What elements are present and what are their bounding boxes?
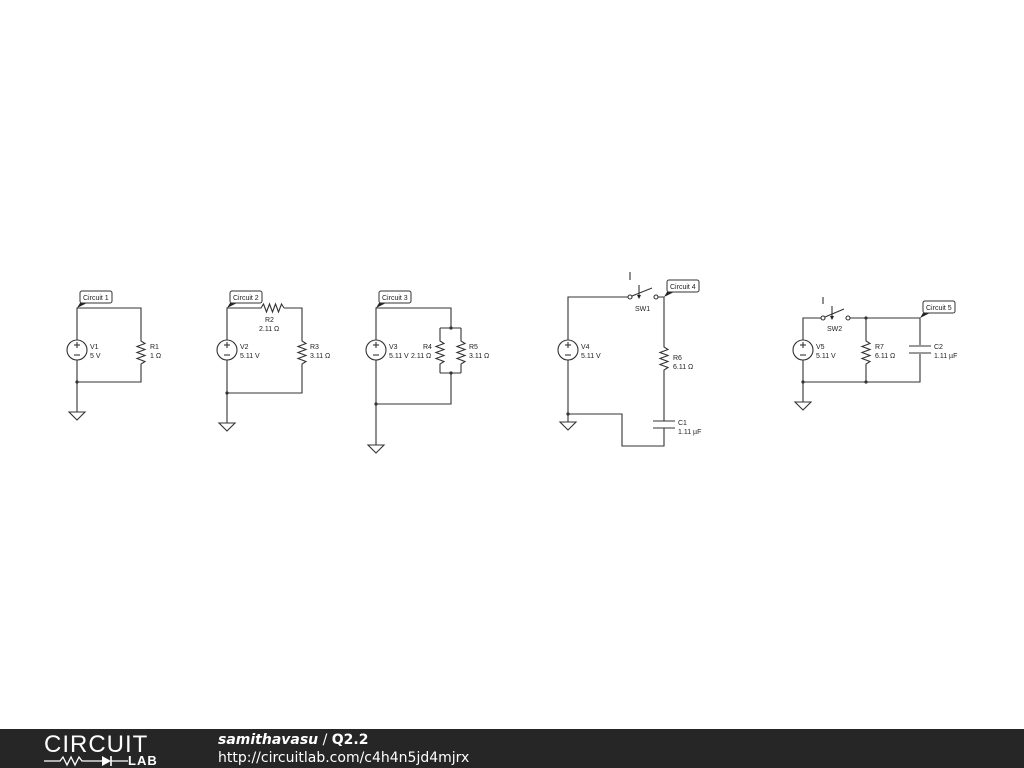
circuit-5-node <box>864 316 868 320</box>
circuit-2-tag[interactable]: Circuit 2 <box>227 290 263 308</box>
r4-ref: R4 <box>423 344 432 351</box>
ground-icon <box>68 411 86 421</box>
v1-value: 5 V <box>90 353 101 360</box>
footer-bar: CIRCUIT LAB samithavasu / Q2.2 http://ci… <box>0 729 1024 768</box>
circuit-5-node <box>864 380 868 384</box>
tag-pointer-icon <box>227 303 237 308</box>
resistor-r1-icon[interactable] <box>135 339 147 371</box>
tag-pointer-icon <box>77 303 87 308</box>
voltage-source-v4-icon[interactable] <box>557 339 579 361</box>
c1-ref: C1 <box>678 420 687 427</box>
c1-value: 1.11 µF <box>678 429 701 436</box>
r3-ref: R3 <box>310 344 319 351</box>
r6-ref: R6 <box>673 355 682 362</box>
resistor-r3-icon[interactable] <box>296 339 308 371</box>
circuit-3: V3 5.11 V R4 2.11 Ω R5 3.11 Ω Circuit 3 <box>365 290 489 454</box>
resistor-r4-icon[interactable] <box>434 339 446 371</box>
sw1-ref: SW1 <box>635 306 650 313</box>
r6-value: 6.11 Ω <box>673 364 693 371</box>
tag-pointer-icon <box>376 303 386 308</box>
circuit-5-wires <box>802 317 921 402</box>
capacitor-c2-icon[interactable] <box>909 345 931 354</box>
v5-ref: V5 <box>816 344 825 351</box>
r1-value: 1 Ω <box>150 353 161 360</box>
circuit-5-label: Circuit 5 <box>926 305 952 312</box>
v5-value: 5.11 V <box>816 353 836 360</box>
circuit-4-wires <box>567 296 665 447</box>
schematic-credit: samithavasu / Q2.2 http://circuitlab.com… <box>218 731 469 767</box>
ground-icon <box>794 401 812 411</box>
resistor-r7-icon[interactable] <box>860 339 872 371</box>
circuit-1-tag[interactable]: Circuit 1 <box>77 290 113 308</box>
circuit-4-node <box>566 412 570 416</box>
circuit-4-label: Circuit 4 <box>670 284 696 291</box>
v3-ref: V3 <box>389 344 398 351</box>
tag-pointer-icon <box>664 292 674 297</box>
voltage-source-v3-icon[interactable] <box>365 339 387 361</box>
r2-ref: R2 <box>265 317 274 324</box>
r5-ref: R5 <box>469 344 478 351</box>
switch-sw2-icon[interactable] <box>820 297 851 321</box>
title-separator: / <box>318 732 332 748</box>
ground-icon <box>218 422 236 432</box>
tag-pointer-icon <box>920 313 930 318</box>
resistor-r5-icon[interactable] <box>455 339 467 371</box>
r1-ref: R1 <box>150 344 159 351</box>
circuit-5: V5 5.11 V SW2 R7 6.11 Ω C2 1.11 µF Circu… <box>792 297 957 411</box>
v1-ref: V1 <box>90 344 99 351</box>
ground-icon <box>367 444 385 454</box>
r3-value: 3.11 Ω <box>310 353 330 360</box>
c2-value: 1.11 µF <box>934 353 957 360</box>
schematic-url[interactable]: http://circuitlab.com/c4h4n5jd4mjrx <box>218 750 470 766</box>
circuit-3-node <box>449 371 453 375</box>
logo-word: CIRCUIT <box>44 731 149 758</box>
resistor-r6-icon[interactable] <box>658 345 670 377</box>
circuit-3-label: Circuit 3 <box>382 295 408 302</box>
v2-ref: V2 <box>240 344 249 351</box>
circuit-3-node <box>374 402 378 406</box>
circuit-3-tag[interactable]: Circuit 3 <box>376 290 412 308</box>
circuit-5-tag[interactable]: Circuit 5 <box>920 300 956 318</box>
circuit-3-wires <box>375 307 462 445</box>
r7-value: 6.11 Ω <box>875 353 895 360</box>
circuit-2-node <box>225 391 229 395</box>
schematic-canvas[interactable]: V1 5 V R1 1 Ω Circuit 1 V2 5.11 V R2 2.1… <box>0 0 1024 729</box>
circuit-4-tag[interactable]: Circuit 4 <box>664 279 700 297</box>
voltage-source-v2-icon[interactable] <box>216 339 238 361</box>
circuit-1-wires <box>76 307 142 412</box>
circuit-3-node <box>449 326 453 330</box>
schematic-svg: V1 5 V R1 1 Ω Circuit 1 V2 5.11 V R2 2.1… <box>66 272 957 454</box>
author-link[interactable]: samithavasu <box>218 732 319 748</box>
capacitor-c1-icon[interactable] <box>653 420 675 429</box>
resistor-r2-icon[interactable] <box>259 302 285 314</box>
ground-icon <box>559 421 577 431</box>
voltage-source-v5-icon[interactable] <box>792 339 814 361</box>
circuit-2-label: Circuit 2 <box>233 295 259 302</box>
circuit-1: V1 5 V R1 1 Ω Circuit 1 <box>66 290 161 421</box>
voltage-source-v1-icon[interactable] <box>66 339 88 361</box>
v3-value: 5.11 V <box>389 353 409 360</box>
circuit-4: V4 5.11 V SW1 R6 6.11 Ω C1 1.11 µF Circu… <box>557 272 701 447</box>
r4-value: 2.11 Ω <box>411 353 431 360</box>
sw2-ref: SW2 <box>827 326 842 333</box>
logo-sub: LAB <box>128 753 158 768</box>
r5-value: 3.11 Ω <box>469 353 489 360</box>
switch-sw1-icon[interactable] <box>627 272 659 300</box>
c2-ref: C2 <box>934 344 943 351</box>
circuit-5-node <box>801 380 805 384</box>
schematic-title[interactable]: Q2.2 <box>331 732 369 748</box>
v4-value: 5.11 V <box>581 353 601 360</box>
r7-ref: R7 <box>875 344 884 351</box>
circuit-1-label: Circuit 1 <box>83 295 109 302</box>
r2-value: 2.11 Ω <box>259 326 279 333</box>
circuitlab-logo[interactable]: CIRCUIT LAB <box>44 731 176 768</box>
circuit-1-node <box>75 380 79 384</box>
v4-ref: V4 <box>581 344 590 351</box>
v2-value: 5.11 V <box>240 353 260 360</box>
logo-resistor-diode-icon <box>44 755 128 767</box>
circuit-2: V2 5.11 V R2 2.11 Ω R3 3.11 Ω Circuit 2 <box>216 290 330 432</box>
